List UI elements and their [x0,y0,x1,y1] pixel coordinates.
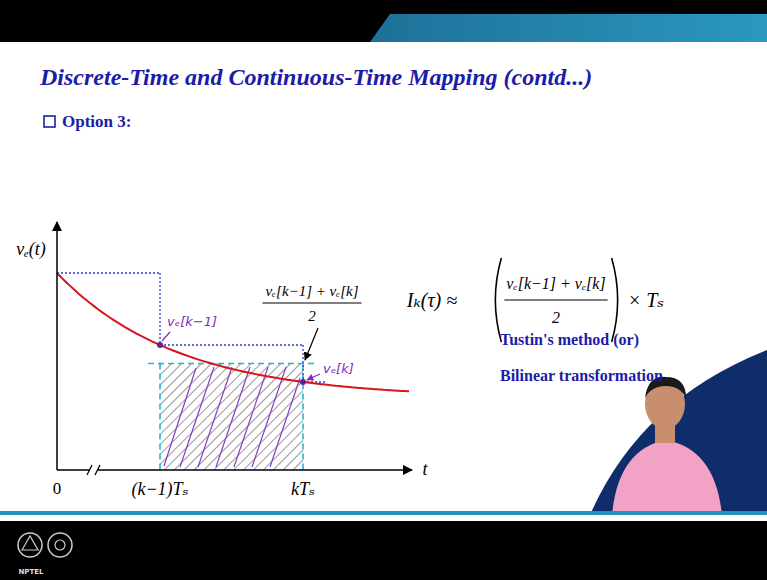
dotted-staircase [160,344,303,345]
dotted-staircase [57,272,160,273]
axis-label: t [422,460,427,480]
presenter-body [612,440,722,515]
axis-break [95,465,100,475]
dotted-staircase [159,273,160,345]
axis-label: vₑ(t) [16,240,46,260]
bullet-square [44,116,55,127]
fraction-numerator: vₑ[k−1] + vₑ[k] [265,283,358,300]
logo-emblem [18,533,42,557]
formula-factor: × Tₛ [628,289,664,311]
purple-hatch [234,367,268,467]
purple-hatch [164,367,300,467]
header-band [356,14,767,42]
y-axis [56,222,58,470]
dotted-staircase [302,345,303,382]
purple-hatch [198,367,232,467]
logo-emblem [48,533,72,557]
logo-emblem [22,536,38,550]
tick-label: (k−1)Tₛ [131,480,188,500]
method-name: Bilinear transformation [500,367,663,385]
method-name: Tustin's method (or) [500,331,639,349]
slide-title: Discrete-Time and Continuous-Time Mappin… [40,64,592,90]
bullet-text: Option 3: [62,113,131,132]
footer-line [0,511,767,515]
handwritten-arrow [307,374,320,380]
footer-bar [0,521,767,580]
x-axis [57,469,412,471]
logo-text: NPTEL [18,569,43,577]
formula-lhs: Iₖ(τ) ≈ [407,289,457,311]
pointer-arrow [305,328,318,360]
handwritten-note: vₑ[k−1] [167,315,217,329]
fraction-numerator: vₑ[k−1] + vₑ[k] [506,275,605,293]
parenthesis [495,258,501,342]
purple-hatch [180,367,214,467]
handwritten-note: vₑ[k] [323,362,354,376]
purple-hatch [216,367,250,467]
header-bar [0,0,400,42]
fraction-denominator: 2 [552,309,560,327]
fraction-bar [262,302,361,303]
tick-label: kTₛ [291,480,315,500]
average-rectangle [148,363,316,365]
purple-hatch [164,368,196,466]
signal-curve [57,273,409,391]
average-rectangle [159,364,161,471]
fraction-bar [504,299,607,300]
purple-hatch [270,378,300,467]
axis-break [87,465,92,475]
tick-label: 0 [53,480,62,499]
fraction-denominator: 2 [308,308,316,325]
sample-point [157,342,163,348]
purple-hatch [252,367,286,467]
logo-emblem [55,540,65,550]
parenthesis [612,258,618,342]
handwritten-tick [162,332,170,341]
sample-point [300,379,306,385]
